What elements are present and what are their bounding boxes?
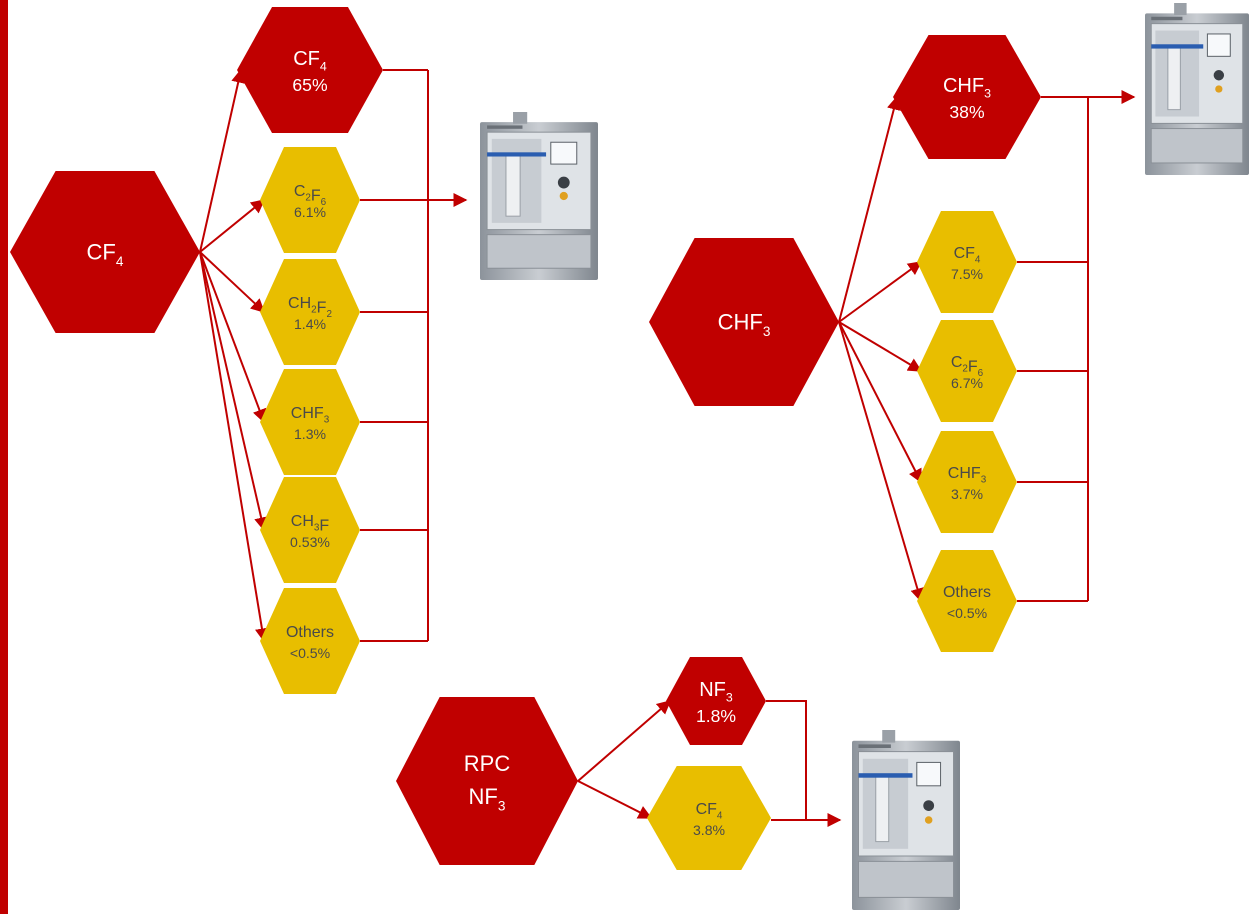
branch-arrow: [199, 199, 266, 253]
percentage-label: 0.53%: [290, 534, 330, 550]
branch-arrow: [199, 251, 266, 313]
formula-label: CF4: [954, 245, 981, 265]
percentage-label: 1.8%: [696, 706, 736, 726]
percentage-label: 38%: [949, 102, 985, 122]
product-hex-shape: [260, 147, 360, 253]
abatement-unit-image: [1145, 3, 1249, 175]
product-hex-shape: [647, 766, 771, 870]
formula-label: NF3: [699, 679, 733, 705]
source-hex-cf4-shape: [10, 171, 200, 333]
formula-label: CHF3: [943, 75, 991, 101]
abatement-unit-image: [852, 730, 960, 910]
branch-arrow: [838, 261, 923, 323]
product-hex-shape: [917, 320, 1017, 422]
product-hex: Others <0.5%: [917, 550, 1017, 652]
branch-arrow: [838, 321, 923, 372]
formula-label: CH2F2: [288, 295, 332, 320]
branch-arrow: [199, 251, 267, 424]
formula-label: CHF3: [718, 310, 771, 339]
product-hex-shape: [893, 35, 1041, 159]
percentage-label: 3.8%: [693, 822, 726, 838]
product-hex-shape: [260, 477, 360, 583]
branch-arrow: [199, 251, 269, 643]
branch-arrow: [838, 321, 925, 603]
product-hex: Others <0.5%: [260, 588, 360, 694]
left-accent-bar: [0, 0, 8, 914]
formula-label: NF3: [469, 784, 506, 813]
formula-label: CHF3: [948, 465, 987, 485]
formula-label: Others: [286, 624, 334, 641]
source-hex-rpc-nf3: RPC NF3: [396, 697, 578, 865]
formula-label: CF4: [696, 801, 723, 821]
formula-label: CF4: [293, 48, 327, 74]
product-hex-shape: [260, 369, 360, 475]
branch-arrow: [577, 700, 672, 782]
branch-arrow: [577, 780, 653, 819]
percentage-label: 3.7%: [951, 486, 984, 502]
product-hex-shape: [917, 550, 1017, 652]
collector-line: [766, 700, 807, 820]
percentage-label: 7.5%: [951, 266, 984, 282]
product-hex-shape: [260, 259, 360, 365]
percentage-label: 65%: [292, 75, 328, 95]
source-hex-rpc-nf3-shape: [396, 697, 578, 865]
product-hex-shape: [666, 657, 766, 745]
branch-arrow: [199, 251, 268, 532]
percentage-label: 1.4%: [294, 316, 327, 332]
percentage-label: 6.7%: [951, 375, 984, 391]
product-hex-shape: [917, 431, 1017, 533]
abatement-unit-image: [480, 112, 598, 280]
percentage-label: 1.3%: [294, 426, 327, 442]
percentage-label: 6.1%: [294, 204, 327, 220]
source-hex-chf3: CHF3: [649, 238, 839, 406]
percentage-label: <0.5%: [290, 645, 331, 661]
formula-label: Others: [943, 584, 991, 601]
branch-arrow: [199, 68, 246, 253]
source-hex-cf4: CF4: [10, 171, 200, 333]
formula-label: CHF3: [291, 405, 330, 425]
formula-label: C2F6: [294, 183, 327, 208]
formula-label: CH3F: [291, 513, 330, 534]
product-hex-shape: [917, 211, 1017, 313]
formula-label: C2F6: [951, 354, 984, 379]
source-prefix-label: RPC: [464, 751, 511, 776]
source-hex-chf3-shape: [649, 238, 839, 406]
product-hex-shape: [237, 7, 383, 133]
branch-arrow: [838, 95, 901, 323]
product-hex-shape: [260, 588, 360, 694]
percentage-label: <0.5%: [947, 605, 988, 621]
branch-arrow: [838, 321, 922, 484]
formula-label: CF4: [87, 240, 124, 269]
